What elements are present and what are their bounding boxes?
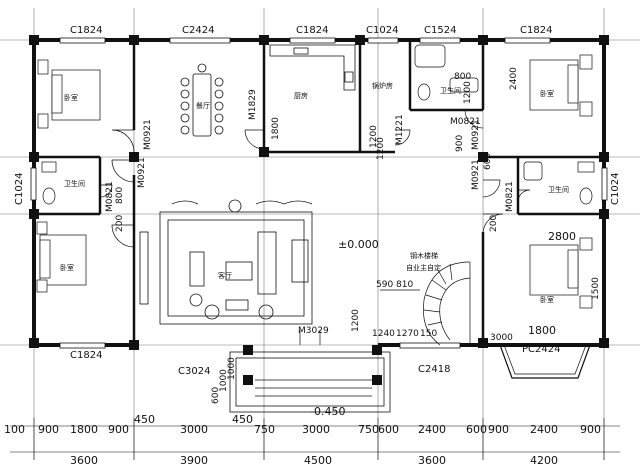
dim-row1-7: 750 [254, 423, 275, 436]
dim-entry-h1: 600 [211, 387, 221, 404]
window-label-left-side: C1024 [14, 173, 25, 205]
bed-furniture [36, 54, 593, 309]
door-label-m0921-a: M0921 [143, 119, 153, 150]
dim-entry-h3: 1000 [227, 357, 237, 380]
room-label-bedroom-ne: 卧室 [540, 89, 554, 98]
dim-row1-11: 2400 [418, 423, 446, 436]
window-marks [30, 37, 608, 349]
dim-stair-f: 150 [420, 329, 437, 339]
dimension-lines [10, 418, 620, 460]
dim-bedroom-e-bottom: 1800 [528, 324, 556, 337]
entry-porch [229, 351, 391, 413]
dim-bedroom-e-side: 1500 [591, 277, 601, 300]
door-label-m0921-c: M0921 [471, 119, 481, 150]
dim-bedroom-e-w: 2800 [548, 230, 576, 243]
dim-row1-12: 600 [466, 423, 487, 436]
bay-window [499, 344, 591, 379]
dim-left-200: 200 [115, 215, 125, 232]
window-label-top-kitchen: C1824 [296, 25, 328, 36]
room-label-dining: 餐厅 [196, 101, 210, 110]
dim-left-800: 800 [115, 187, 125, 204]
dim-row1-9: 750 [358, 423, 379, 436]
dim-row2-0: 3600 [70, 454, 98, 467]
door-label-m0821-b: M0821 [105, 181, 115, 212]
window-label-bay: PC2424 [522, 344, 560, 355]
window-label-bottom-right: C2418 [418, 364, 450, 375]
dim-stair-b: 810 [396, 280, 413, 290]
door-label-m0821-c: M0821 [505, 181, 515, 212]
level-floor: ±0.000 [338, 238, 379, 251]
window-label-top-right: C1824 [520, 25, 552, 36]
room-label-bath-w: 卫生间 [64, 179, 85, 188]
window-label-bottom-left: C1824 [70, 350, 102, 361]
dim-bedroom-ne-h: 2400 [509, 67, 519, 90]
dim-right-200: 200 [489, 215, 499, 232]
dim-row1-2: 1800 [70, 423, 98, 436]
room-label-stair: 钢木楼梯 [410, 251, 438, 260]
dim-row1-6: 450 [232, 413, 253, 426]
dim-entry-h2: 1000 [219, 369, 229, 392]
window-label-entry-left: C3024 [178, 366, 210, 377]
dim-right-600: 600 [483, 153, 493, 170]
dim-kitchen-height: 1800 [271, 117, 281, 140]
bath-fixtures [41, 44, 595, 205]
window-label-top-boiler: C1024 [366, 25, 398, 36]
interior-walls [34, 40, 604, 345]
dim-mid-1200: 1200 [376, 137, 386, 160]
dim-row1-13: 900 [488, 423, 509, 436]
dim-row1-1: 900 [38, 423, 59, 436]
room-label-bedroom-w: 卧室 [60, 263, 74, 272]
room-label-bath-e: 卫生间 [548, 185, 569, 194]
dim-stair-e: 1270 [396, 329, 419, 339]
door-label-m0821-a: M0821 [450, 117, 481, 127]
dim-mid-900: 900 [455, 135, 465, 152]
room-label-bedroom-e: 卧室 [540, 295, 554, 304]
room-label-stair-note: 自业主自定 [406, 263, 441, 272]
level-entry: -0.450 [310, 405, 345, 418]
dim-stair-c: 1200 [351, 309, 361, 332]
dim-row1-14: 2400 [530, 423, 558, 436]
door-swings [99, 109, 531, 345]
dim-row2-3: 3600 [418, 454, 446, 467]
dim-row1-8: 3000 [302, 423, 330, 436]
dim-bath-n: 800 [454, 72, 471, 82]
dim-row2-4: 4200 [530, 454, 558, 467]
dim-row1-4: 450 [134, 413, 155, 426]
dim-row1-10: 600 [378, 423, 399, 436]
dim-row2-2: 4500 [304, 454, 332, 467]
window-label-top-left: C1824 [70, 25, 102, 36]
dim-bay-left: 3000 [490, 333, 513, 343]
window-label-top-dining: C2424 [182, 25, 214, 36]
window-label-top-bath: C1524 [424, 25, 456, 36]
dim-row2-1: 3900 [180, 454, 208, 467]
door-label-m0921-d: M0921 [471, 159, 481, 190]
dining-table [180, 63, 224, 137]
dim-stair-a: 590 [376, 280, 393, 290]
dim-row1-0: 100 [4, 423, 25, 436]
dim-boiler: 1200 [369, 125, 379, 148]
door-label-m1221: M1221 [395, 114, 405, 145]
window-label-right-side: C1024 [610, 173, 621, 205]
room-label-kitchen: 厨房 [294, 91, 308, 100]
spiral-stair [380, 261, 471, 346]
room-label-boiler: 锅炉房 [372, 81, 393, 90]
dim-row1-15: 900 [580, 423, 601, 436]
room-label-bedroom-nw: 卧室 [64, 93, 78, 102]
door-label-m1829: M1829 [248, 89, 258, 120]
dim-row1-5: 3000 [180, 423, 208, 436]
room-label-living: 客厅 [218, 271, 232, 280]
kitchen-counter [269, 44, 356, 91]
dim-stair-d: 1240 [372, 329, 395, 339]
room-label-bath-n: 卫生间 [440, 86, 461, 95]
dim-row1-3: 900 [108, 423, 129, 436]
structural-columns [29, 35, 609, 385]
dim-bath-n-h: 1200 [463, 81, 473, 104]
door-label-m3029: M3029 [298, 326, 329, 336]
dimension-row-2: 3600 3900 4500 3600 4200 [70, 454, 558, 467]
door-label-m0921-b: M0921 [137, 157, 147, 188]
dimension-row-1: 100 900 1800 900 450 3000 450 750 3000 7… [4, 413, 601, 436]
living-room-furniture [139, 199, 313, 325]
